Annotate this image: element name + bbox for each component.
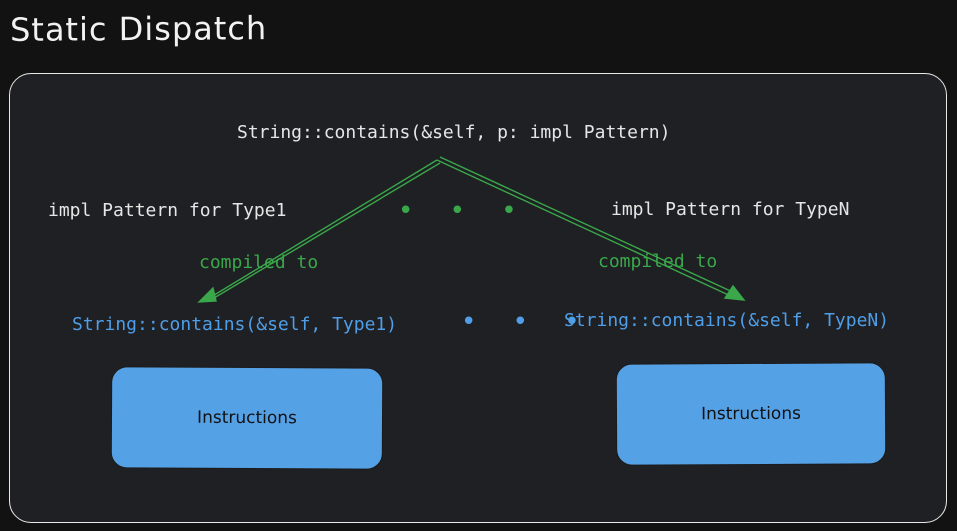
impl-type1-label: impl Pattern for Type1 — [48, 200, 287, 221]
diagram-title: Static Dispatch — [9, 9, 268, 49]
monomorphized-signature-typen: String::contains(&self, TypeN) — [564, 310, 890, 331]
edge-label-left: compiled to — [199, 252, 319, 273]
impl-typen-label: impl Pattern for TypeN — [611, 199, 850, 220]
monomorphized-signature-type1: String::contains(&self, Type1) — [72, 314, 398, 335]
edge-label-right: compiled to — [598, 251, 718, 272]
instructions-label-typen: Instructions — [701, 403, 801, 425]
impl-ellipsis: • • • — [398, 196, 531, 226]
instructions-label-type1: Instructions — [197, 407, 297, 429]
instructions-box-type1: Instructions — [110, 366, 384, 470]
signature-ellipsis: • • • — [461, 307, 594, 337]
instructions-box-typen: Instructions — [615, 362, 887, 466]
generic-signature: String::contains(&self, p: impl Pattern) — [237, 122, 671, 143]
